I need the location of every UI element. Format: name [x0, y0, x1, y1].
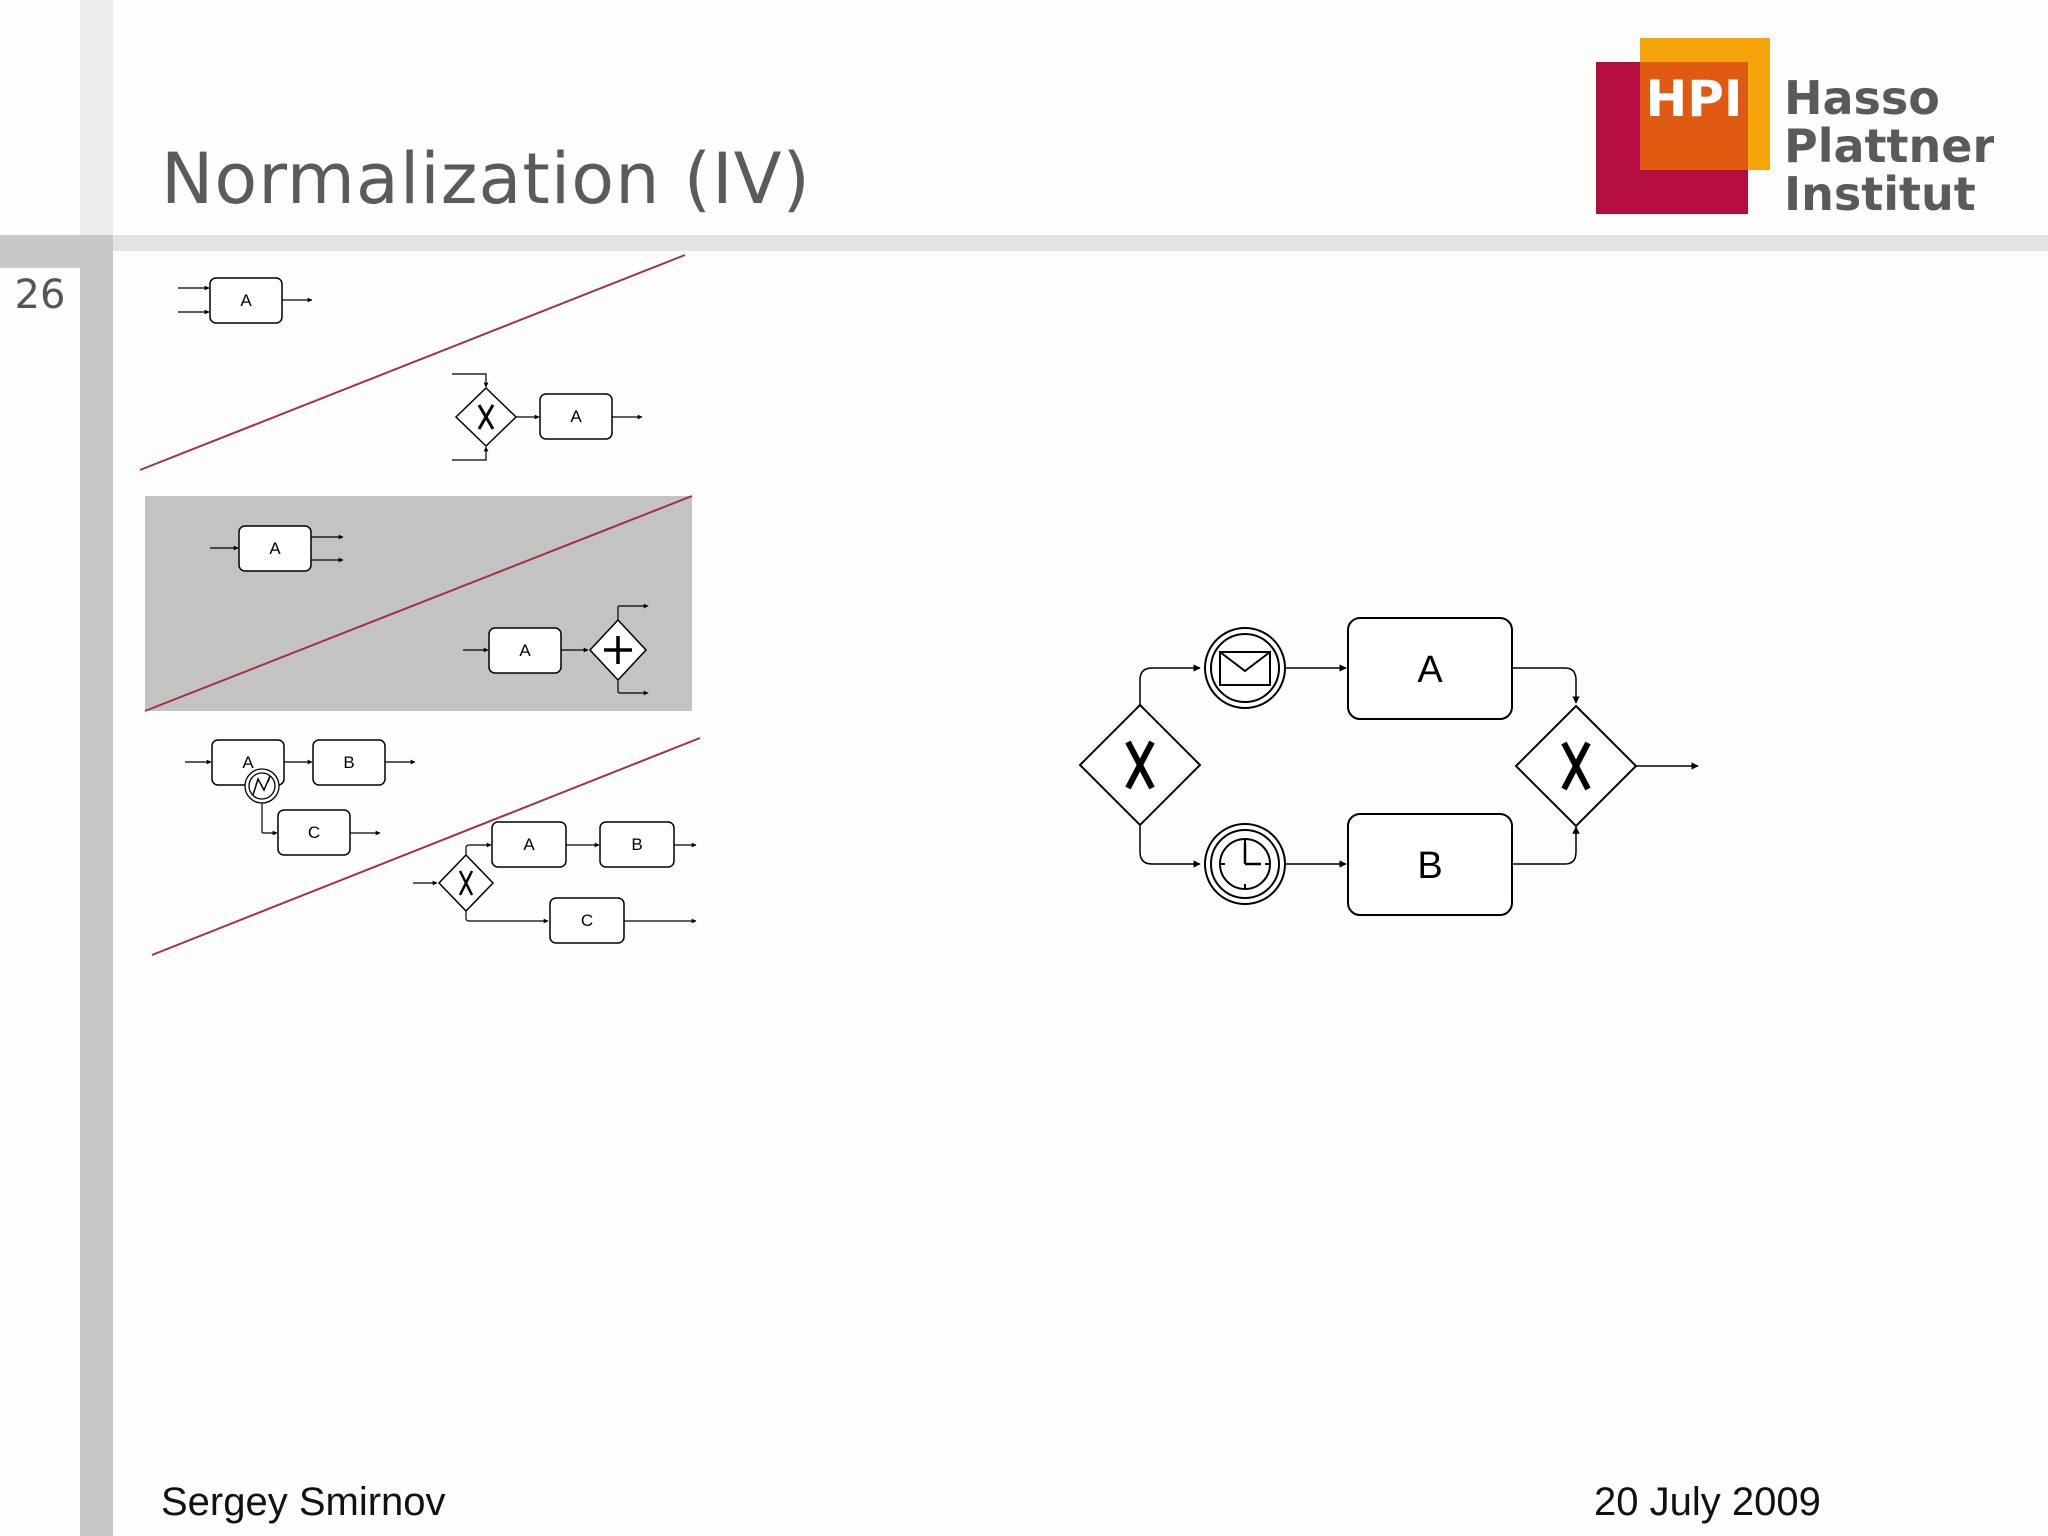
left-sidebar-bar — [80, 262, 113, 1536]
rule-3: A B C A B C — [151, 737, 701, 956]
rule-1-divider — [139, 254, 686, 471]
footer-author: Sergey Smirnov — [161, 1480, 446, 1524]
logo-line-1: Hasso — [1784, 71, 1940, 125]
timer-event-icon — [1204, 823, 1286, 905]
rule-3-divider — [151, 737, 701, 956]
logo-abbrev: HPI — [1645, 70, 1742, 128]
rule-3-task-c-before-label: C — [308, 823, 320, 842]
main-task-a-label: A — [1417, 649, 1443, 691]
message-event-icon — [1204, 627, 1286, 709]
rule-2-task-before-label: A — [269, 539, 281, 558]
rule-1-task-after-label: A — [570, 407, 582, 426]
rule-2-divider — [144, 495, 693, 712]
rule-1: A A — [139, 254, 686, 471]
logo-line-2: Plattner — [1784, 119, 1994, 173]
rule-3-task-a-after-label: A — [523, 835, 535, 854]
rule-3-task-b-before-label: B — [343, 753, 354, 772]
logo-orange-square — [1640, 62, 1748, 170]
rule-1-task-before-label: A — [240, 291, 252, 310]
rule-3-task-b-after-label: B — [631, 835, 642, 854]
error-event-icon — [244, 768, 280, 804]
header-rule — [0, 235, 2048, 251]
hpi-logo: HPI Hasso Plattner Institut — [1596, 38, 1994, 218]
footer-date: 20 July 2009 — [1594, 1480, 1821, 1524]
page-number-box — [0, 268, 80, 330]
page-number: 26 — [14, 272, 66, 318]
rule-2: A A — [144, 495, 693, 712]
rule-3-task-a-before-label: A — [242, 753, 254, 772]
rule-2-task-before — [238, 525, 312, 572]
main-diagram: A B — [1078, 617, 1699, 916]
rule-3-task-c-after-label: C — [581, 911, 593, 930]
logo-line-3: Institut — [1784, 167, 1976, 218]
main-task-b-label: B — [1417, 845, 1442, 887]
rule-2-task-after-label: A — [519, 641, 531, 660]
slide-title: Normalization (IV) — [161, 138, 811, 220]
